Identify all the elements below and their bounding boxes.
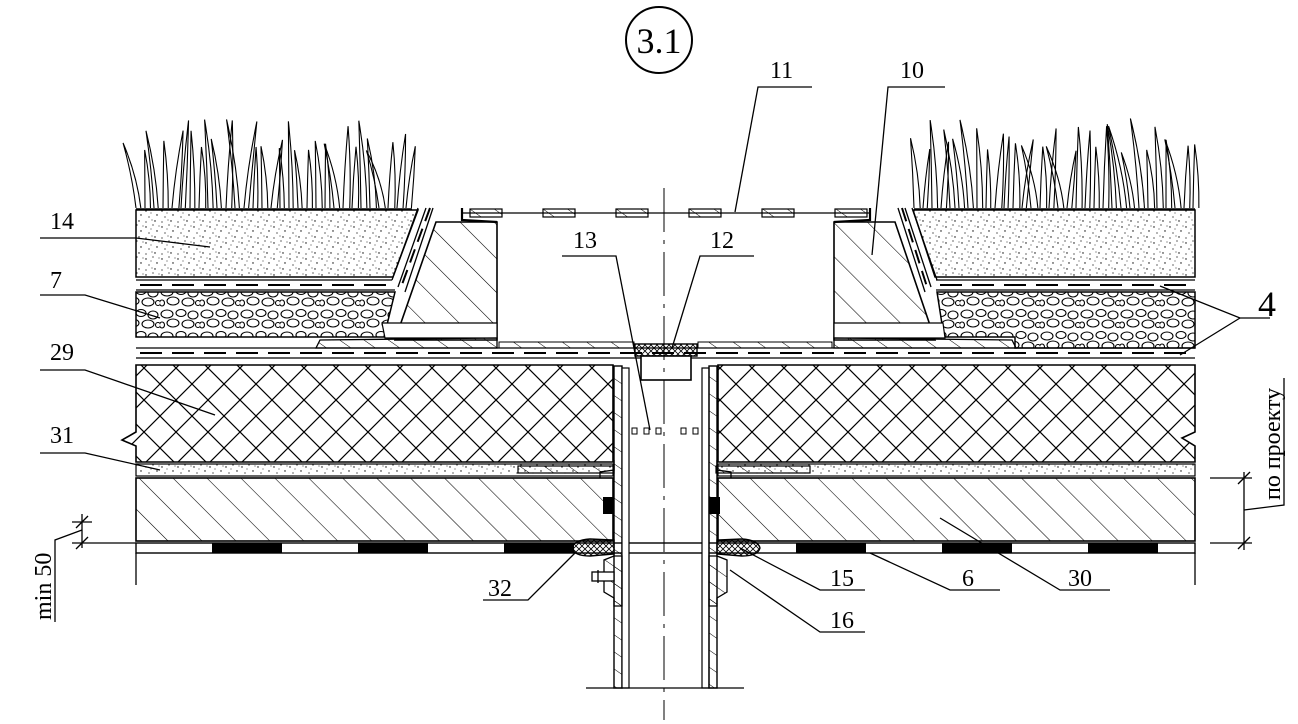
callout-12: 12 (710, 228, 734, 254)
callout-13: 13 (573, 228, 597, 254)
drain-pipe (586, 365, 744, 689)
grass-left (122, 119, 416, 210)
drain-grate (462, 208, 870, 218)
callout-10: 10 (900, 58, 924, 84)
callout-11: 11 (770, 58, 793, 84)
soil-layer (135, 209, 1196, 278)
callout-15: 15 (830, 566, 854, 592)
filter-membranes (136, 207, 1195, 359)
leveling-layer (135, 463, 1196, 477)
callout-16: 16 (830, 608, 854, 634)
strainer (634, 343, 698, 381)
insulation-layer (120, 364, 1196, 463)
gravel-layer (135, 291, 1196, 349)
concrete-slab (135, 477, 1196, 542)
callout-30: 30 (1068, 566, 1092, 592)
dimension-project-label: по проекту (1260, 388, 1286, 500)
pipe-seals (571, 497, 761, 557)
detail-number: 3.1 (637, 21, 682, 61)
callout-7: 7 (50, 268, 62, 294)
dimension-min-label: min 50 (31, 553, 57, 620)
callout-labels: 14 7 29 31 11 10 13 12 4 32 15 16 6 30 (50, 58, 1276, 634)
dimension-project: по проекту (1210, 378, 1286, 550)
detail-marker: 3.1 (625, 6, 693, 74)
ceiling-finish (135, 542, 1196, 554)
callout-31: 31 (50, 423, 74, 449)
callout-4: 4 (1258, 284, 1276, 324)
callout-14: 14 (50, 209, 74, 235)
callout-leaders (40, 86, 1270, 633)
funnel-base-plates (314, 337, 1018, 349)
grass-right (909, 118, 1200, 210)
callout-32: 32 (488, 576, 512, 602)
dimension-min: min 50 (31, 514, 136, 622)
callout-6: 6 (962, 566, 974, 592)
callout-29: 29 (50, 340, 74, 366)
